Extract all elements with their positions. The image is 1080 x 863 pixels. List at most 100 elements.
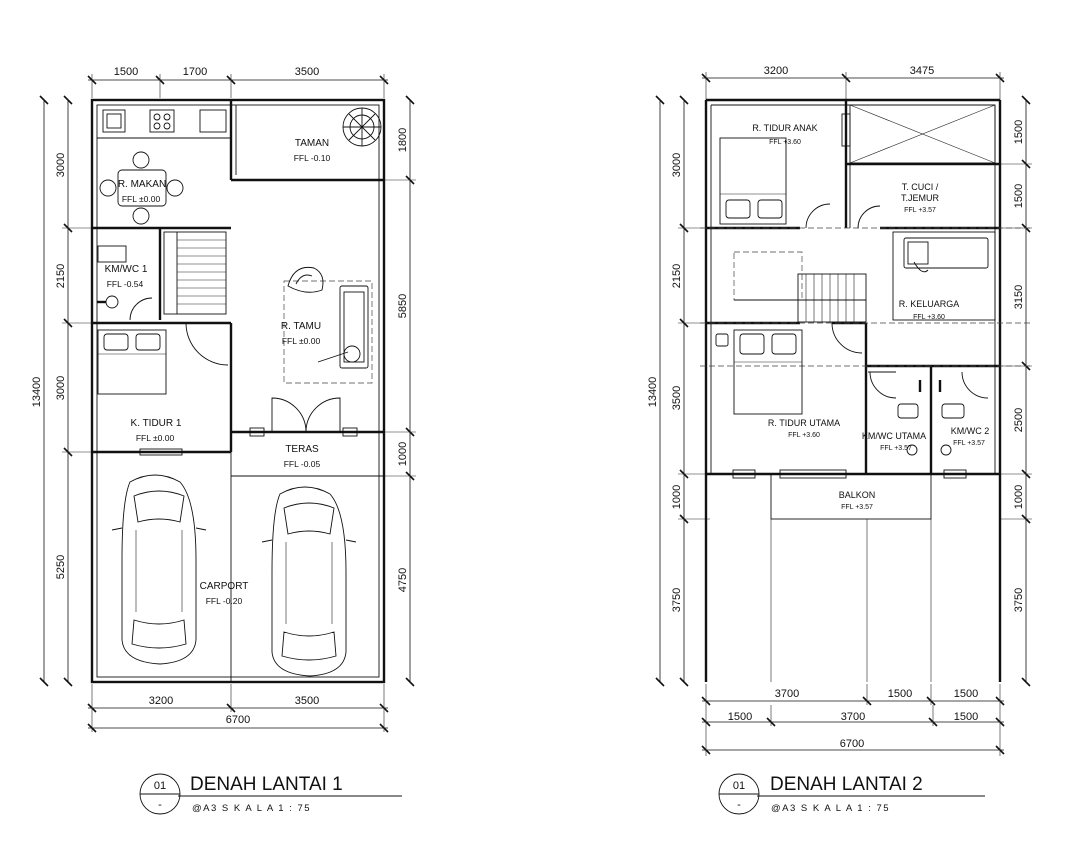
plan1-title-block: 01 - DENAH LANTAI 1 @A3 S K A L A 1 : 75 [139,773,402,815]
plan1-dim-left-3: 3000 [55,376,67,400]
plan1-title-dash: - [158,799,162,811]
ffl-keluarga: FFL +3.60 [913,314,945,321]
car-icon-right [261,486,357,677]
room-kmwc2: KM/WC 2 [951,426,990,436]
plan2-dim-top-1: 3200 [764,65,788,77]
plan2-dim-left-1: 3000 [671,153,683,177]
plan1-dim-top-2: 1700 [183,66,207,78]
plan-lantai-2: 3200 3475 13400 3000 2150 3500 1000 3750 [647,65,1032,815]
shower-icon [105,295,119,309]
room-carport: CARPORT [200,581,249,592]
ffl-kmutama: FFL +3.57 [880,445,912,452]
plan1-walls [90,98,386,684]
ffl-tamu: FFL ±0.00 [282,336,321,346]
plan1-front-door [271,397,341,433]
plan2-dim-left-5: 3750 [671,588,683,612]
room-keluarga: R. KELUARGA [899,299,960,309]
plan1-dim-left-1: 3000 [55,153,67,177]
ffl-kmwc1: FFL -0.54 [107,279,144,289]
plan1-dim-left-4: 5250 [55,555,67,579]
dining-table-icon [99,151,184,225]
plan1-dim-left-total: 13400 [31,377,43,408]
ffl-teras: FFL -0.05 [284,459,321,469]
plan1-dim-bottom: 3200 3500 6700 [87,684,389,733]
room-balkon: BALKON [839,490,876,500]
ffl-tidur1: FFL ±0.00 [136,433,175,443]
ffl-taman: FFL -0.10 [294,153,331,163]
plan2-dim-right: 1500 1500 3150 2500 1000 3750 [1000,95,1032,687]
toilet-icon [97,245,127,263]
plan2-title: DENAH LANTAI 2 [770,774,923,795]
plan2-bathrooms [868,371,989,456]
plan2-dim-right-2: 1500 [1013,184,1025,208]
plan1-dim-top-3: 3500 [295,66,319,78]
plan2-dim-top: 3200 3475 [701,65,1005,100]
ffl-anak: FFL +3.60 [769,139,801,146]
room-cuci-1: T. CUCI / [902,182,939,192]
plan2-dim-right-6: 3750 [1013,588,1025,612]
ffl-balkon: FFL +3.57 [841,504,873,511]
fridge-icon [199,109,227,133]
plan2-title-dash: - [737,799,741,811]
plan2-dim-left: 13400 3000 2150 3500 1000 3750 [647,95,710,687]
plan2-dim-right-1: 1500 [1013,120,1025,144]
plan1-dim-right-2: 5850 [397,294,409,318]
bed-icon [719,137,787,225]
sofa-icon [339,285,369,369]
room-cuci-2: T.JEMUR [901,193,940,203]
shower-icon [940,444,952,456]
plan2-title-block: 01 - DENAH LANTAI 2 @A3 S K A L A 1 : 75 [718,773,985,815]
plan1-kitchen [102,109,227,133]
plan2-dim-left-3: 3500 [671,386,683,410]
room-teras: TERAS [285,444,319,455]
room-anak: R. TIDUR ANAK [752,123,817,133]
plan2-dim-total: 6700 [840,738,864,750]
toilet-icon [941,403,965,419]
plan1-dim-top-1: 1500 [114,66,138,78]
ffl-utama: FFL +3.60 [788,432,820,439]
ffl-carport: FFL -0.20 [206,596,243,606]
plan1-dim-bottom-2: 3500 [295,695,319,707]
plan2-keluarga-sofa [903,237,989,273]
room-kmutama: KM/WC UTAMA [862,431,926,441]
plan2-dim-bottom: 3700 1500 1500 1500 3700 1500 6700 [701,684,1005,756]
plan2-dim-bottom-5: 3700 [841,711,865,723]
plan2-dim-bottom-1: 3700 [775,688,799,700]
plan1-dim-right-4: 4750 [397,568,409,592]
shower-icon [906,444,918,456]
plan2-scale: @A3 S K A L A 1 : 75 [771,803,890,814]
plan1-wc1 [97,245,153,321]
room-tamu: R. TAMU [281,321,321,332]
stove-icon [149,109,175,133]
sofa-icon [903,237,989,269]
plan1-dim-top: 1500 1700 3500 [87,66,389,98]
room-kmwc1: KM/WC 1 [105,264,148,275]
plan1-dim-total: 6700 [226,714,250,726]
sink-icon [897,403,919,419]
plan2-bed-utama [715,322,863,415]
armchair-icon [287,266,324,293]
plan1-dim-right-1: 1800 [397,128,409,152]
plan2-bed-anak [719,137,881,229]
plan1-dim-left: 13400 3000 2150 3000 5250 [31,95,96,687]
plan-lantai-1: 1500 1700 3500 13400 3000 2150 3000 5250 [31,66,416,815]
sink-icon [102,109,126,133]
room-taman: TAMAN [295,138,329,149]
bed-icon [97,329,167,395]
plan2-dim-right-3: 3150 [1013,285,1025,309]
plan2-grid [700,227,1030,367]
car-icon-left [111,474,207,665]
plan1-title: DENAH LANTAI 1 [190,774,343,795]
plan2-walls [704,98,1002,682]
plan1-scale: @A3 S K A L A 1 : 75 [192,803,311,814]
plan2-dim-bottom-2: 1500 [888,688,912,700]
bed-icon [733,329,803,415]
ffl-makan: FFL ±0.00 [122,194,161,204]
plan2-dim-bottom-6: 1500 [954,711,978,723]
plan2-title-num: 01 [733,780,745,792]
plan1-dim-right-3: 1000 [397,442,409,466]
room-utama: R. TIDUR UTAMA [768,418,840,428]
plan1-stair [163,231,227,315]
plan1-dim-right: 1800 5850 1000 4750 [384,95,416,687]
plan1-title-num: 01 [154,780,166,792]
